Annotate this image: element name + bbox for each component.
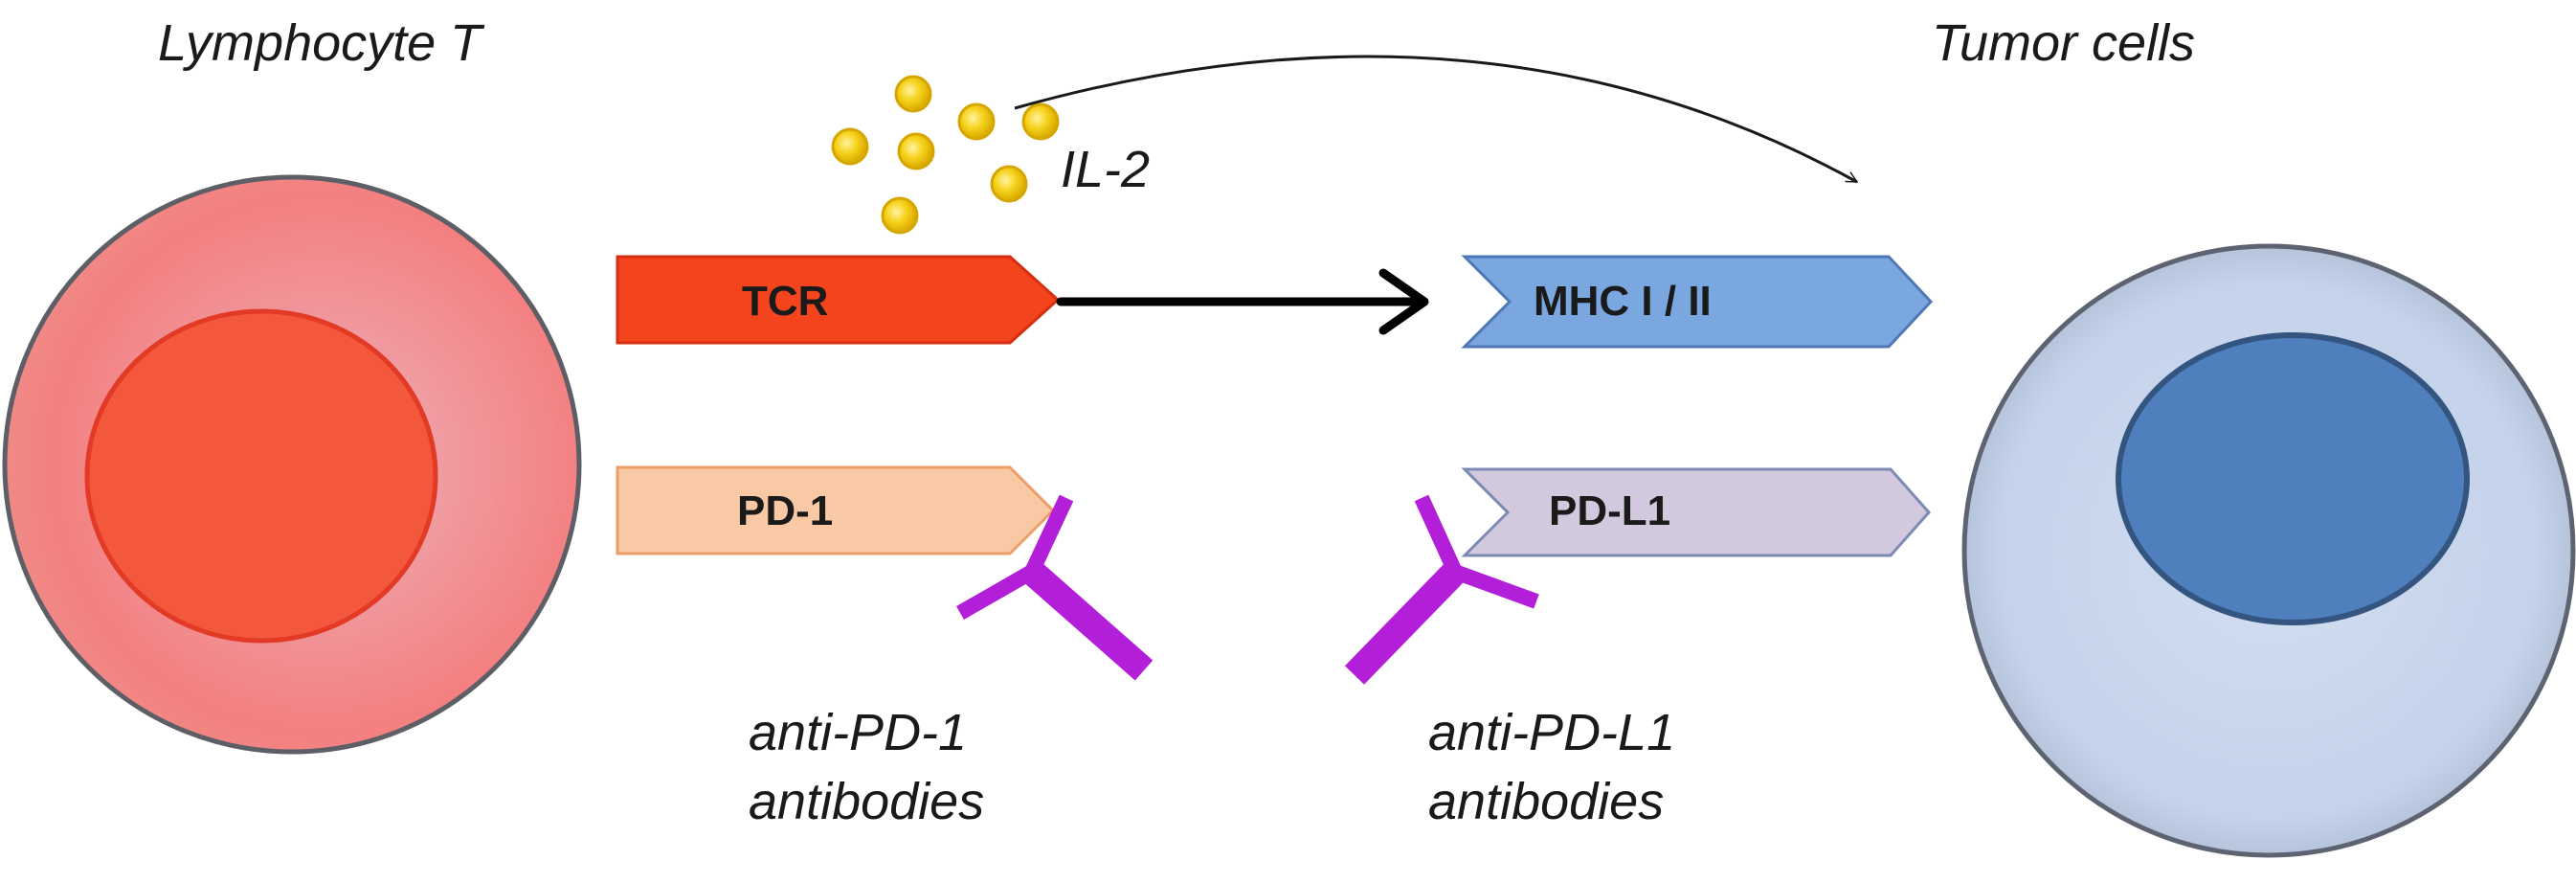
anti-pdl1-label-line1: anti-PD-L1 <box>1428 704 1675 761</box>
pdl1-label: PD-L1 <box>1549 487 1670 534</box>
il2-particle <box>881 196 919 235</box>
mhc-label: MHC I / II <box>1534 278 1712 325</box>
il2-particle <box>990 165 1028 203</box>
tcr-receptor <box>616 255 1061 345</box>
pdl1-receptor <box>1461 467 1932 557</box>
tumor-cell-nucleus <box>2116 332 2470 625</box>
il2-particle <box>1021 102 1060 141</box>
il2-curved-arrow <box>1014 55 1857 184</box>
tumor-cell-label: Tumor cells <box>1932 14 2195 72</box>
il2-particles <box>831 75 1060 235</box>
mhc-receptor <box>1461 255 1934 349</box>
il2-particle <box>897 132 935 170</box>
anti-pd1-label-line2: antibodies <box>749 773 984 830</box>
il2-particle <box>957 102 996 141</box>
il2-particle <box>831 127 869 166</box>
tumor-cell <box>1961 243 2576 858</box>
t-cell-nucleus <box>84 308 438 644</box>
anti-pd1-label-line1: anti-PD-1 <box>749 704 967 761</box>
anti-pdl1-antibody <box>1344 494 1539 685</box>
il2-particle <box>894 75 932 113</box>
anti-pd1-label: anti-PD-1 antibodies <box>749 704 984 830</box>
anti-pd1-antibody <box>956 494 1154 681</box>
t-cell <box>2 174 582 755</box>
anti-pdl1-label-line2: antibodies <box>1428 773 1664 830</box>
t-cell-label: Lymphocyte T <box>158 14 485 72</box>
tcr-mhc-arrow <box>1056 268 1429 335</box>
pd1-label: PD-1 <box>737 487 833 534</box>
pd1-receptor <box>616 465 1056 555</box>
anti-pdl1-label: anti-PD-L1 antibodies <box>1428 704 1690 830</box>
tcr-label: TCR <box>742 278 828 325</box>
il2-label: IL-2 <box>1061 141 1150 198</box>
